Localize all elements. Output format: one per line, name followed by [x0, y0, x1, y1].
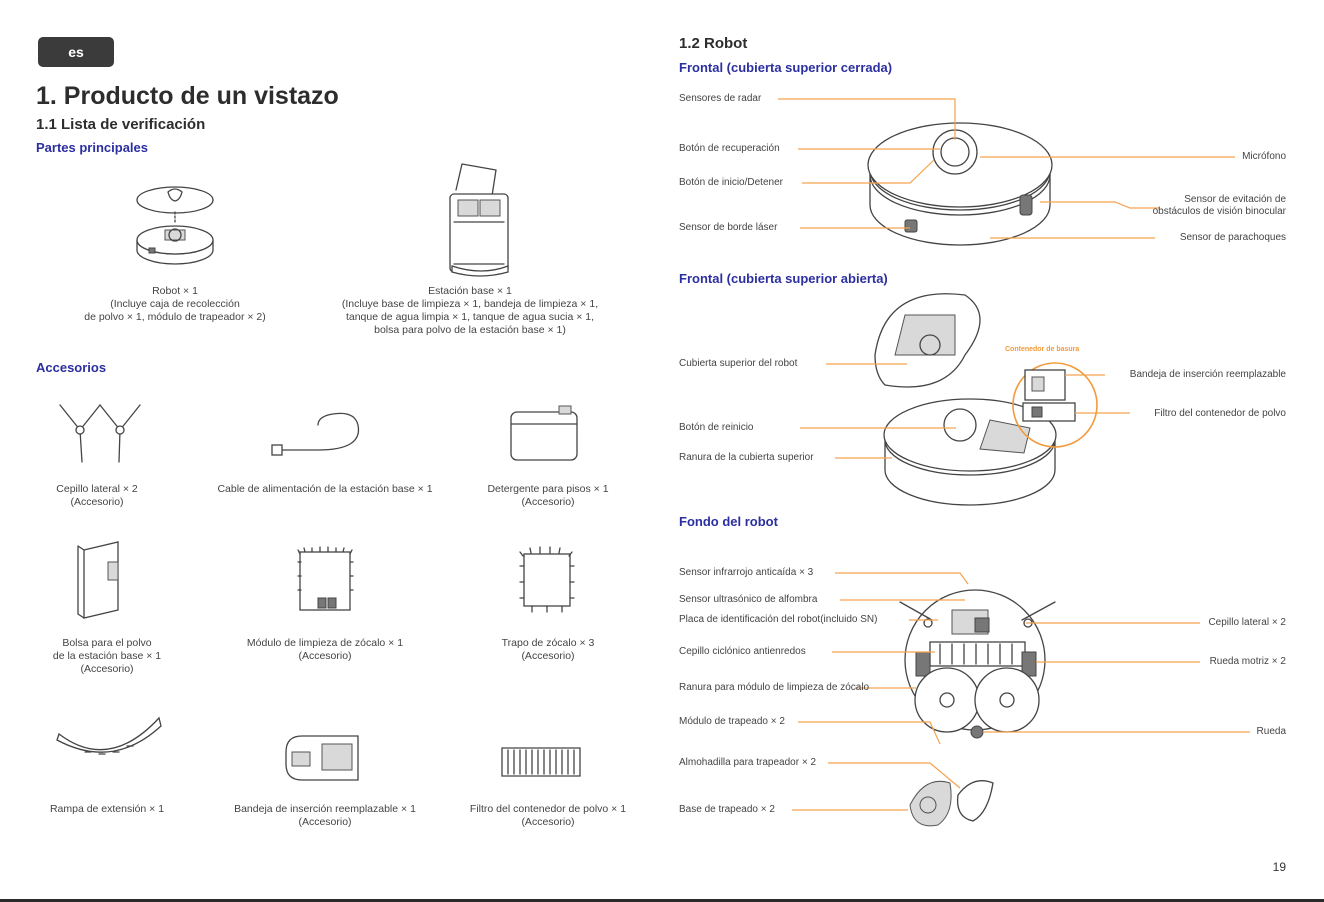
label-radar-sensors: Sensores de radar: [679, 93, 761, 105]
side-brush-illustration: [55, 400, 145, 470]
label-id-plate: Placa de identificación del robot(inclui…: [679, 614, 877, 626]
label-recovery-button: Botón de recuperación: [679, 143, 780, 155]
label-drive-wheel: Rueda motriz × 2: [1210, 656, 1286, 668]
skirting-cloth-caption: Trapo de zócalo × 3(Accesorio): [502, 637, 595, 663]
checklist-subtitle: 1.1 Lista de verificación: [36, 116, 205, 133]
label-obstacle-sensor: Sensor de evitación de obstáculos de vis…: [1153, 194, 1286, 218]
language-badge: es: [38, 37, 114, 67]
label-caster-wheel: Rueda: [1257, 726, 1286, 738]
front-closed-heading: Frontal (cubierta superior cerrada): [679, 60, 892, 75]
label-dust-bin: Contenedor de basura: [1005, 346, 1079, 353]
floor-detergent-caption: Detergente para pisos × 1(Accesorio): [487, 483, 608, 509]
label-skirting-slot: Ranura para módulo de limpieza de zócalo: [679, 682, 869, 694]
base-station-illustration: [428, 160, 528, 280]
label-top-cover-slot: Ranura de la cubierta superior: [679, 452, 814, 464]
insert-tray-illustration: [282, 732, 362, 788]
label-top-cover: Cubierta superior del robot: [679, 358, 797, 370]
label-side-brush: Cepillo lateral × 2: [1208, 617, 1286, 629]
base-station-caption: Estación base × 1 (Incluye base de limpi…: [342, 285, 598, 337]
extension-ramp-caption: Rampa de extensión × 1: [50, 803, 164, 816]
robot-caption: Robot × 1 (Incluye caja de recolección d…: [84, 285, 266, 324]
label-dust-bin-filter: Filtro del contenedor de polvo: [1154, 408, 1286, 420]
side-brush-caption: Cepillo lateral × 2(Accesorio): [56, 483, 137, 509]
label-reset-button: Botón de reinicio: [679, 422, 754, 434]
floor-detergent-illustration: [505, 402, 585, 466]
bottom-heading: Fondo del robot: [679, 514, 778, 529]
label-cyclone-brush: Cepillo ciclónico antienredos: [679, 646, 806, 658]
dust-bag-illustration: [70, 536, 130, 622]
label-start-stop-button: Botón de inicio/Detener: [679, 177, 783, 189]
label-mop-pad: Almohadilla para trapeador × 2: [679, 757, 816, 769]
power-cable-illustration: [270, 405, 370, 465]
label-mop-module: Módulo de trapeado × 2: [679, 716, 785, 728]
section-title: 1. Producto de un vistazo: [36, 82, 339, 111]
label-cliff-ir-sensor: Sensor infrarrojo anticaída × 3: [679, 567, 813, 579]
label-insert-tray: Bandeja de inserción reemplazable: [1130, 369, 1286, 381]
power-cable-caption: Cable de alimentación de la estación bas…: [217, 483, 432, 496]
extension-ramp-illustration: [55, 712, 165, 768]
insert-tray-caption: Bandeja de inserción reemplazable × 1(Ac…: [234, 803, 416, 829]
accessories-heading: Accesorios: [36, 360, 106, 375]
robot-section-title: 1.2 Robot: [679, 35, 747, 52]
dust-filter-illustration: [496, 744, 586, 780]
label-laser-edge-sensor: Sensor de borde láser: [679, 222, 777, 234]
page-number: 19: [1273, 860, 1286, 874]
skirting-module-illustration: [290, 542, 360, 618]
dust-filter-caption: Filtro del contenedor de polvo × 1(Acces…: [470, 803, 626, 829]
front-open-diagram: [660, 285, 1310, 515]
front-open-heading: Frontal (cubierta superior abierta): [679, 271, 888, 286]
skirting-module-caption: Módulo de limpieza de zócalo × 1(Accesor…: [247, 637, 403, 663]
label-microphone: Micrófono: [1242, 151, 1286, 163]
label-carpet-sensor: Sensor ultrasónico de alfombra: [679, 594, 817, 606]
label-bumper-sensor: Sensor de parachoques: [1180, 232, 1286, 244]
main-parts-heading: Partes principales: [36, 140, 148, 155]
robot-illustration: [125, 178, 225, 278]
skirting-cloth-illustration: [512, 542, 582, 618]
label-mop-base: Base de trapeado × 2: [679, 804, 775, 816]
